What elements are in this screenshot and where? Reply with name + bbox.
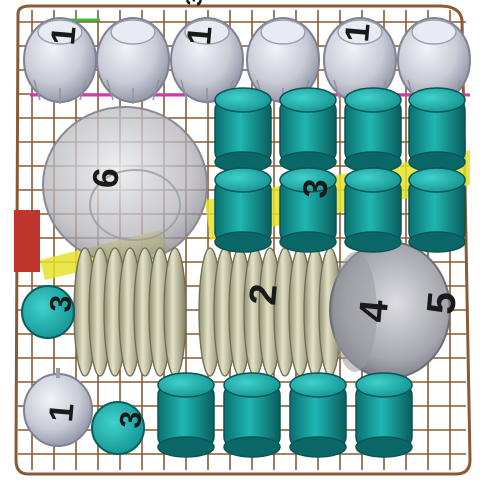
plates-number-label: 2: [242, 282, 286, 307]
glass: [345, 168, 401, 252]
top-edge-number-label: 3: [181, 0, 207, 7]
glass-number-label: 3: [44, 294, 78, 314]
glass: [215, 168, 271, 252]
pot-number-label: 5: [419, 290, 465, 316]
bowl-number-label: 6: [84, 166, 127, 190]
cup-number-label: 1: [44, 24, 84, 46]
glass: [345, 88, 401, 172]
glass: [215, 88, 271, 172]
glass: [158, 373, 214, 457]
cup-number-label: 1: [180, 24, 220, 46]
cup-number-label: 1: [338, 21, 378, 43]
glass-number-label: 3: [114, 410, 148, 430]
plate: [164, 248, 186, 376]
cup: [97, 18, 169, 104]
glass: [224, 373, 280, 457]
glass: [409, 88, 465, 172]
glass: [409, 168, 465, 252]
pot-number-label: 4: [351, 297, 397, 324]
glass: [356, 373, 412, 457]
glass-number-label: 3: [296, 177, 336, 199]
glass: [280, 88, 336, 172]
plates-stack: [74, 248, 341, 376]
red-clip: [14, 210, 40, 272]
glass: [290, 373, 346, 457]
cup-number-label: 1: [42, 401, 82, 423]
